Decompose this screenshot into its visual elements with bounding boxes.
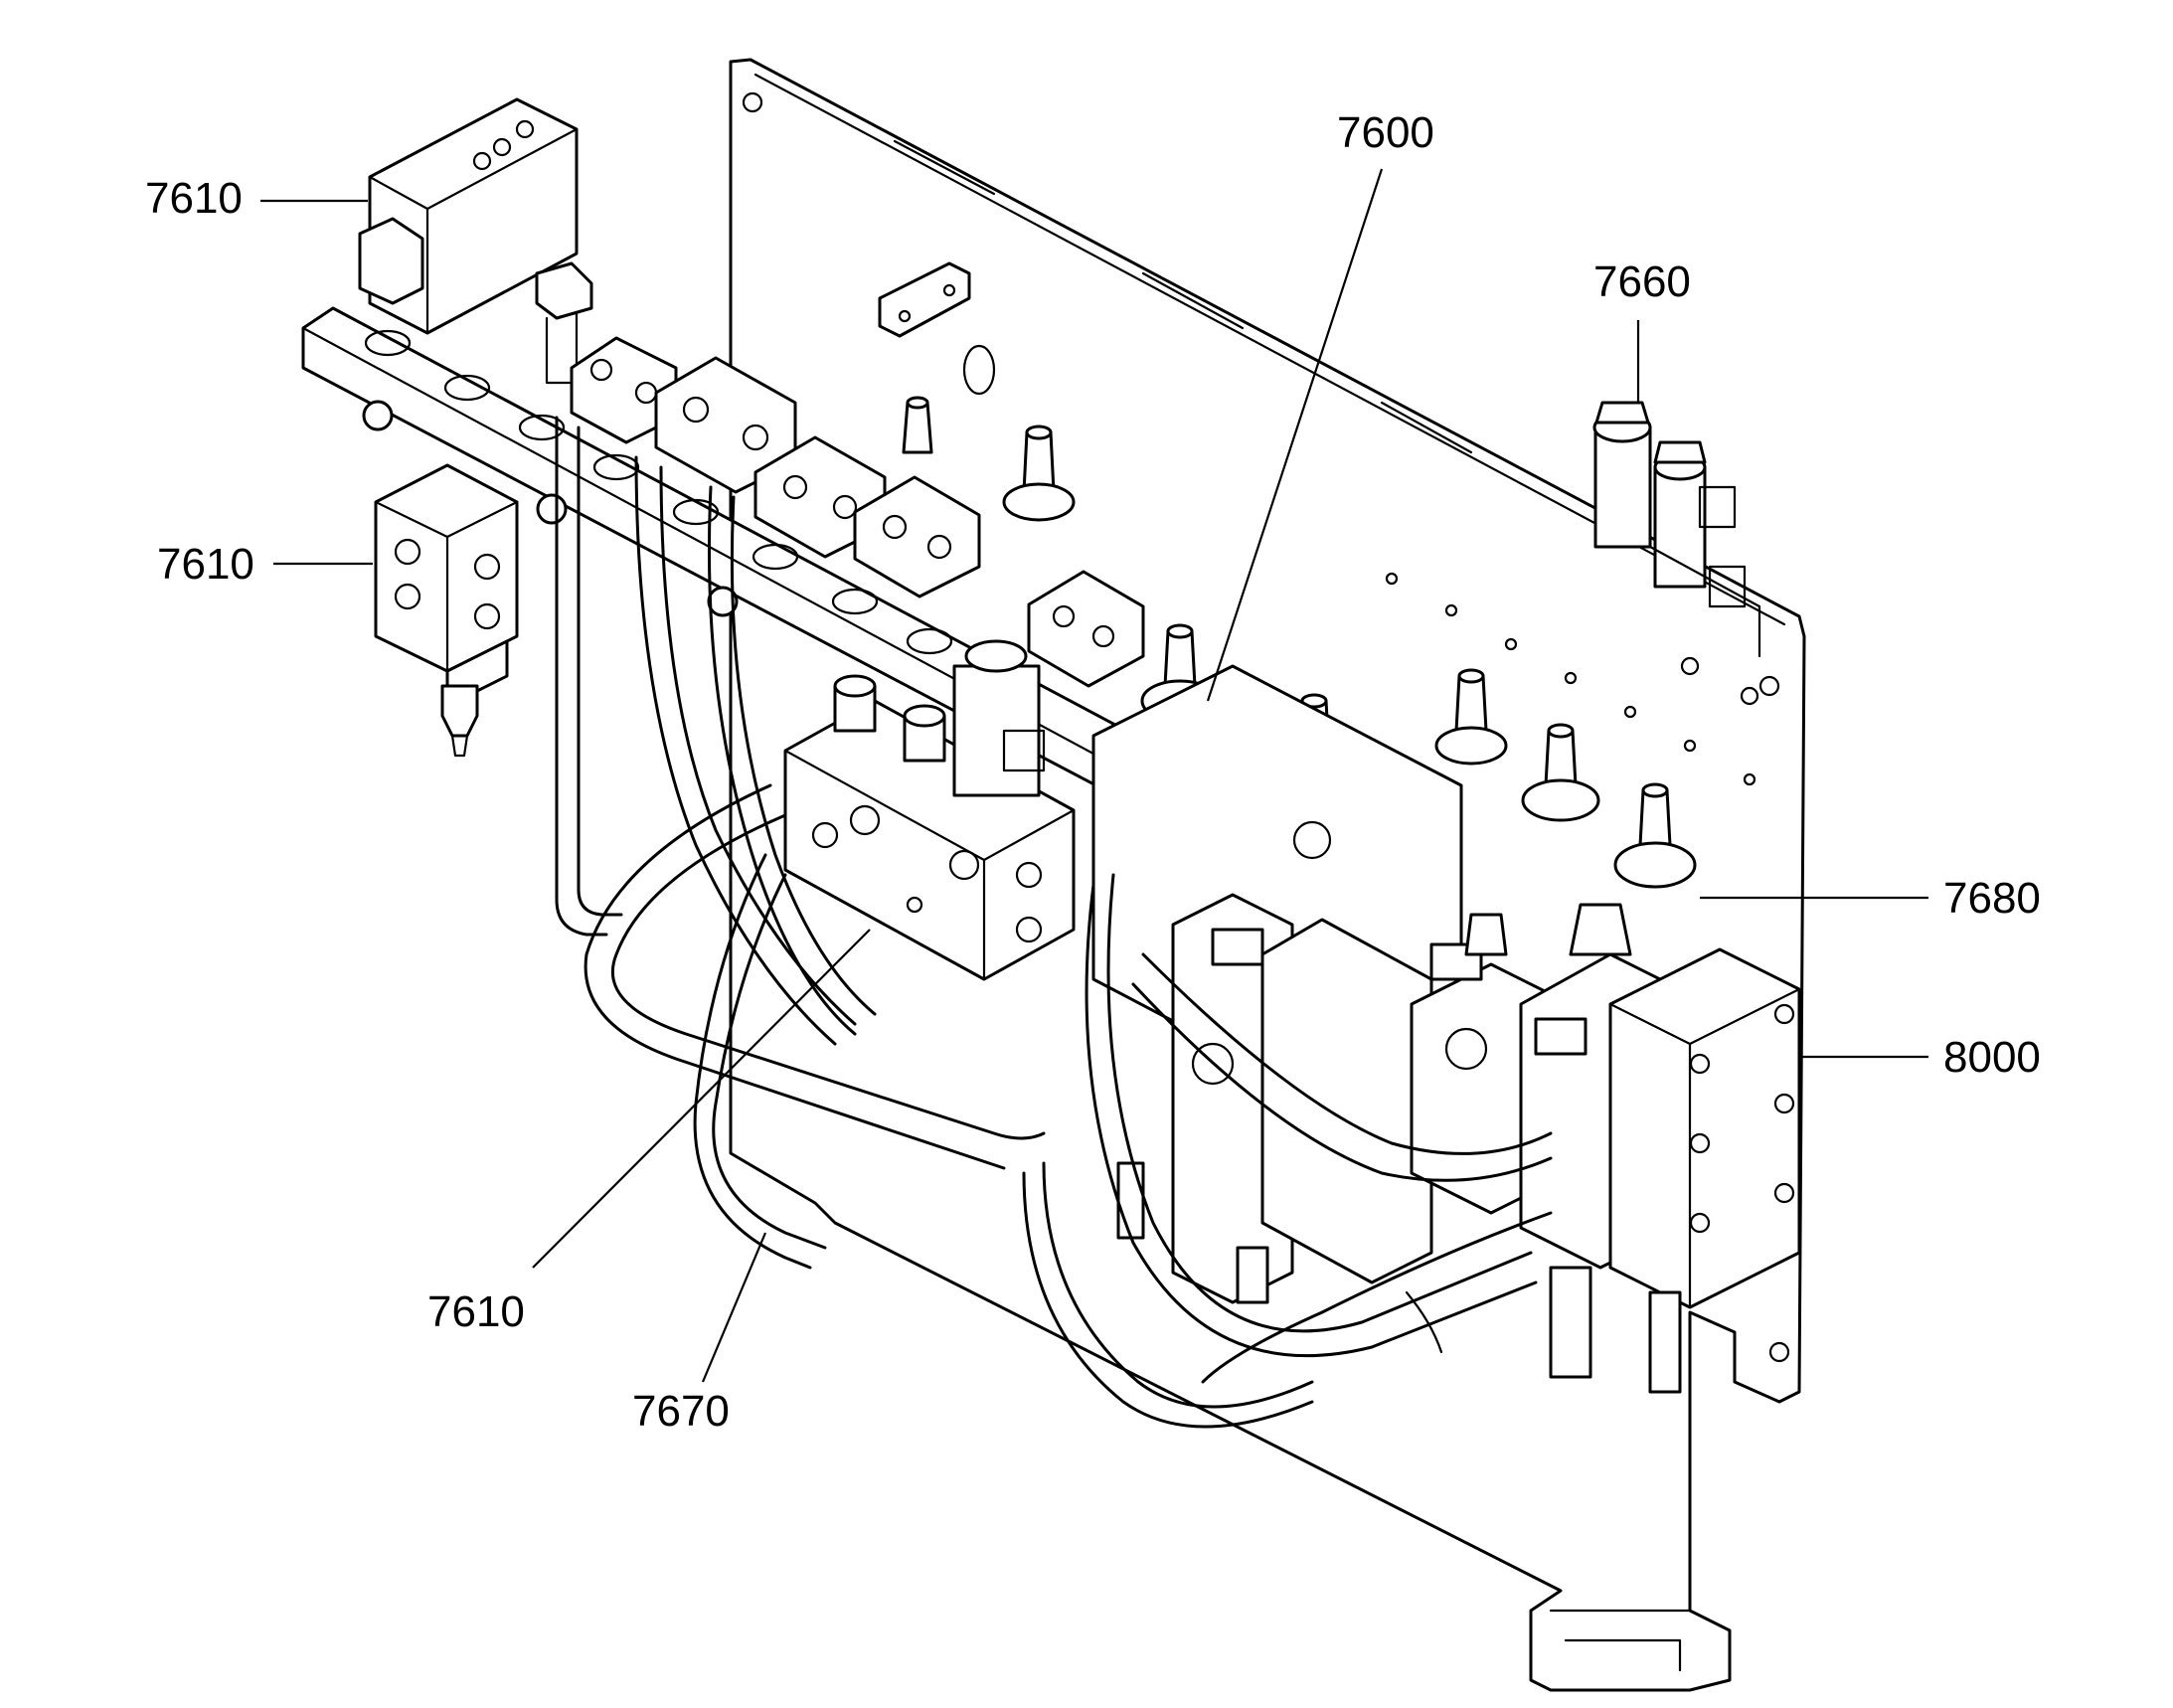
control-valve-stack bbox=[1091, 664, 1801, 1394]
callout-labels: 7610 7610 7600 7660 7680 8000 7610 7670 bbox=[145, 108, 2041, 1436]
valve-block-top-7610 bbox=[358, 97, 593, 385]
flange-blocks bbox=[570, 336, 1145, 688]
valve-block-left-7610 bbox=[374, 463, 519, 758]
solenoid-valves-7660 bbox=[1592, 401, 1761, 658]
callout-7660: 7660 bbox=[1593, 257, 1691, 306]
callout-7670: 7670 bbox=[632, 1387, 730, 1436]
callout-8000: 8000 bbox=[1943, 1033, 2041, 1082]
valve-block-center-7610 bbox=[783, 639, 1076, 981]
callout-7600: 7600 bbox=[1337, 108, 1434, 157]
callout-7610-bottom: 7610 bbox=[427, 1287, 525, 1336]
callout-7610-top: 7610 bbox=[145, 174, 243, 223]
leader-lines bbox=[260, 168, 1928, 1383]
callout-7610-left: 7610 bbox=[157, 540, 254, 589]
callout-7680: 7680 bbox=[1943, 874, 2041, 923]
